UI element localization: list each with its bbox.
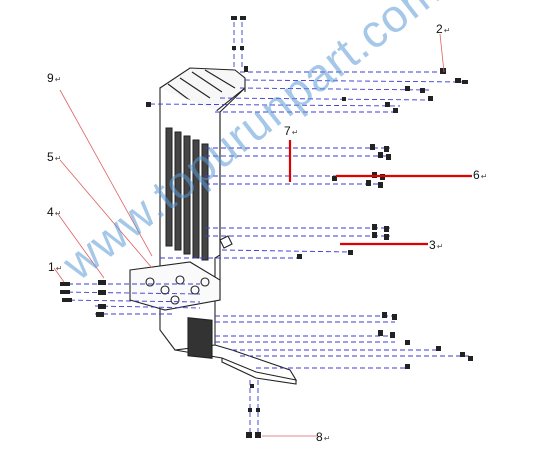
callout-3-number: 3 [429, 238, 436, 252]
callout-9-number: 9 [47, 71, 54, 85]
callout-4: 4↵ [47, 206, 61, 220]
callout-3-mark: ↵ [436, 242, 444, 251]
callout-7-number: 7 [284, 124, 291, 138]
callout-5-mark: ↵ [54, 154, 62, 163]
callout-8-mark: ↵ [323, 434, 331, 443]
callout-7: 7↵ [284, 125, 298, 139]
callout-4-mark: ↵ [54, 209, 62, 218]
callout-3: 3↵ [429, 239, 443, 253]
callout-9-mark: ↵ [54, 75, 62, 84]
leader-lines-thick [288, 140, 472, 246]
callout-6-number: 6 [473, 168, 480, 182]
assembly-lines [59, 22, 470, 436]
callout-7-mark: ↵ [291, 128, 299, 137]
callout-8: 8↵ [316, 431, 330, 445]
callout-6-mark: ↵ [480, 172, 488, 181]
grille-slots [165, 127, 209, 261]
callout-9: 9↵ [47, 72, 61, 86]
callout-6: 6↵ [473, 169, 487, 183]
guard-body [129, 67, 298, 385]
leader-lines-thin [53, 33, 445, 437]
callout-2-mark: ↵ [443, 26, 451, 35]
callout-2-number: 2 [436, 22, 443, 36]
fasteners [60, 16, 473, 438]
callout-2: 2↵ [436, 23, 450, 37]
callout-4-number: 4 [47, 205, 54, 219]
callout-1: 1↵ [48, 261, 62, 275]
callout-5-number: 5 [47, 150, 54, 164]
callout-1-number: 1 [48, 260, 55, 274]
callout-8-number: 8 [316, 430, 323, 444]
callout-5: 5↵ [47, 151, 61, 165]
callout-1-mark: ↵ [55, 264, 63, 273]
